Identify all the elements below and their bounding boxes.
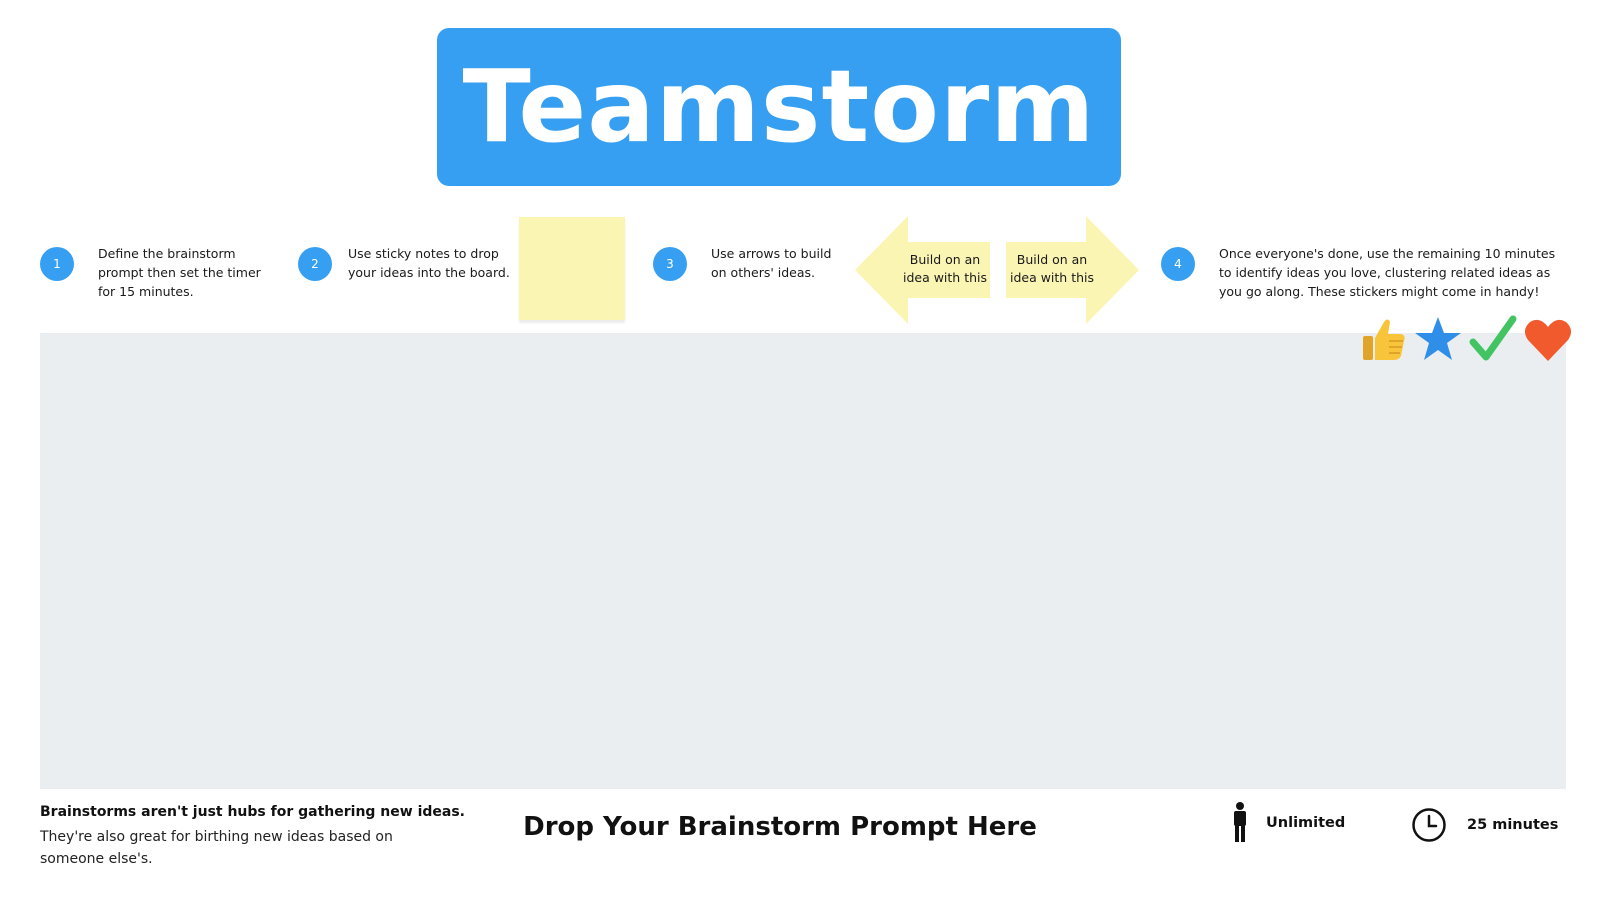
participants-label: Unlimited <box>1266 815 1346 831</box>
checkmark-icon[interactable] <box>1467 314 1519 366</box>
left-arrow-shape[interactable] <box>855 216 990 324</box>
step-1-text: Define the brainstorm prompt then set th… <box>98 246 261 299</box>
step-2-text: Use sticky notes to drop your ideas into… <box>348 246 510 280</box>
step-3-badge: 3 <box>653 247 687 281</box>
star-icon[interactable] <box>1412 314 1464 366</box>
footer-body: They're also great for birthing new idea… <box>40 829 393 867</box>
thumbs-up-icon[interactable] <box>1357 314 1409 366</box>
step-3-text: Use arrows to build on others' ideas. <box>711 246 832 280</box>
step-1-badge: 1 <box>40 247 74 281</box>
title-banner: Teamstorm <box>437 28 1121 186</box>
brainstorm-board[interactable] <box>40 333 1566 789</box>
footer-headline: Brainstorms aren't just hubs for gatheri… <box>40 804 465 820</box>
brainstorm-prompt[interactable]: Drop Your Brainstorm Prompt Here <box>523 812 1037 842</box>
clock-icon <box>1412 808 1446 842</box>
step-4-text: Once everyone's done, use the remaining … <box>1219 246 1556 299</box>
page-title: Teamstorm <box>462 48 1096 165</box>
right-arrow-shape[interactable] <box>1006 216 1139 324</box>
person-icon <box>1234 802 1246 842</box>
duration-label: 25 minutes <box>1467 817 1559 833</box>
right-arrow-label: Build on an idea with this <box>1009 252 1095 285</box>
sticky-note[interactable] <box>519 217 625 320</box>
left-arrow-label: Build on an idea with this <box>902 252 988 285</box>
heart-icon[interactable] <box>1522 314 1574 366</box>
step-2-badge: 2 <box>298 247 332 281</box>
step-4-badge: 4 <box>1161 247 1195 281</box>
